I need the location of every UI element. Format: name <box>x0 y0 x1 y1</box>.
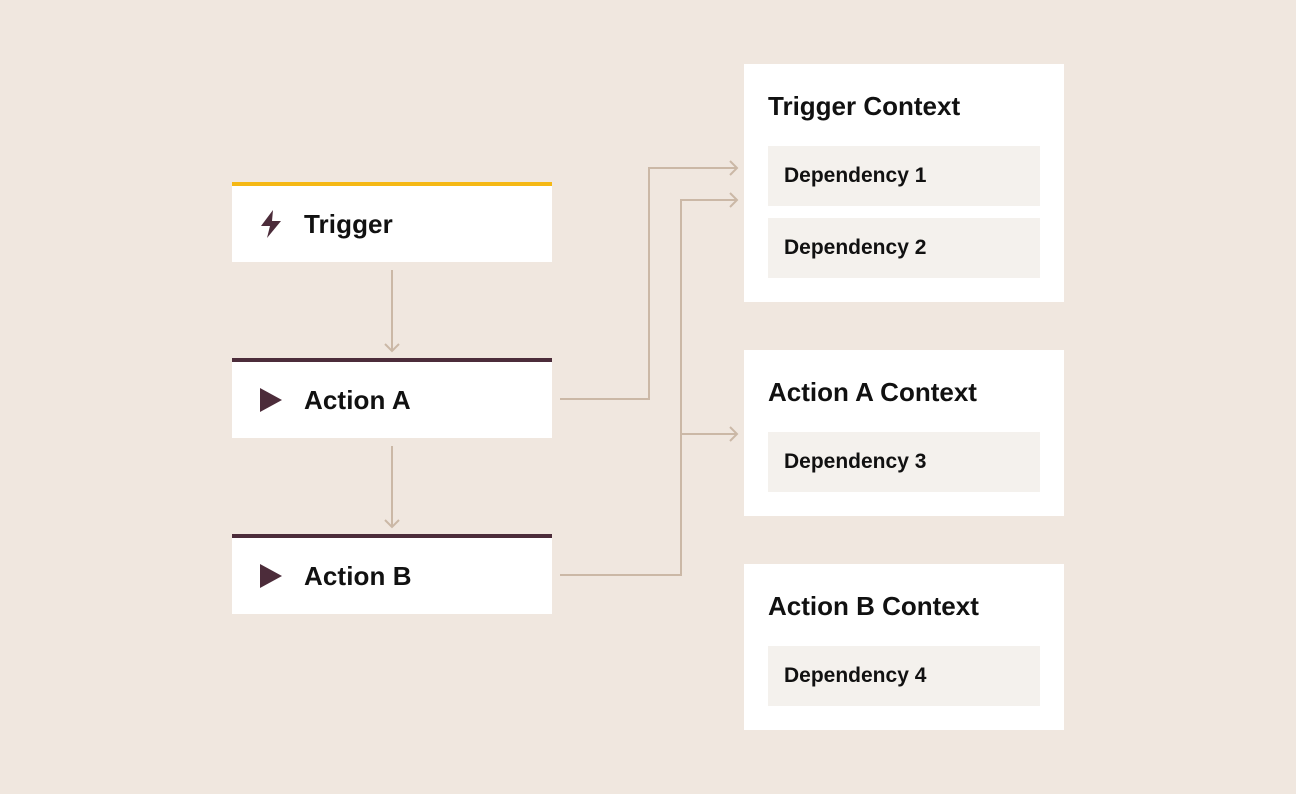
dependency-3[interactable]: Dependency 3 <box>768 432 1040 492</box>
action-b-label: Action B <box>304 560 412 591</box>
action-a-context-panel: Action A Context Dependency 3 <box>744 350 1064 516</box>
action-b-node[interactable]: Action B <box>232 534 552 614</box>
dependency-2[interactable]: Dependency 2 <box>768 218 1040 278</box>
action-b-context-panel: Action B Context Dependency 4 <box>744 564 1064 730</box>
dependency-4[interactable]: Dependency 4 <box>768 646 1040 706</box>
play-icon <box>258 560 284 592</box>
play-icon <box>258 384 284 416</box>
trigger-node[interactable]: Trigger <box>232 182 552 262</box>
trigger-label: Trigger <box>304 208 393 239</box>
lightning-icon <box>258 208 284 240</box>
action-a-node[interactable]: Action A <box>232 358 552 438</box>
action-b-context-title: Action B Context <box>768 591 979 621</box>
trigger-context-panel: Trigger Context Dependency 1 Dependency … <box>744 64 1064 302</box>
arrow-action-a-to-dependency-1 <box>560 167 737 400</box>
arrow-action-b-to-dependencies <box>560 199 737 576</box>
trigger-context-title: Trigger Context <box>768 91 961 121</box>
action-a-label: Action A <box>304 384 411 415</box>
action-a-context-title: Action A Context <box>768 377 977 407</box>
dependency-1[interactable]: Dependency 1 <box>768 146 1040 206</box>
